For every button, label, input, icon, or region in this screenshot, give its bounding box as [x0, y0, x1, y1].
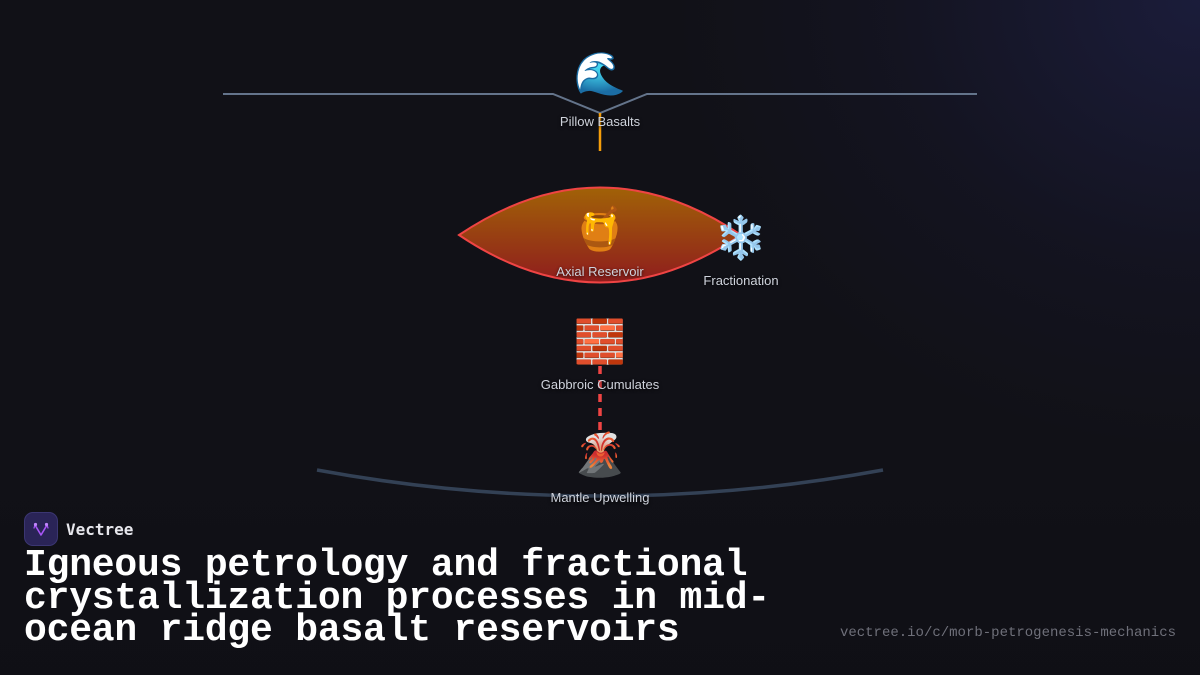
brand[interactable]: Vectree	[24, 512, 133, 546]
footer-url[interactable]: vectree.io/c/morb-petrogenesis-mechanics	[839, 625, 1176, 641]
node-label: Fractionation	[703, 273, 779, 288]
brand-name: Vectree	[66, 519, 134, 539]
node-fractionation[interactable]: ❄️ Fractionation	[703, 213, 779, 289]
page-title: Igneous petrology and fractional crystal…	[24, 544, 770, 652]
node-mantle-upwelling[interactable]: 🌋 Mantle Upwelling	[550, 430, 650, 506]
node-label: Gabbroic Cumulates	[540, 377, 660, 392]
snowflake-icon: ❄️	[714, 213, 768, 262]
node-pillow-basalts[interactable]: 🌊 Pillow Basalts	[559, 49, 641, 130]
honey-pot-icon: 🍯	[573, 204, 627, 253]
node-label: Mantle Upwelling	[550, 490, 650, 505]
node-label: Axial Reservoir	[556, 264, 644, 279]
axial-reservoir-lens	[457, 186, 743, 284]
brick-icon: 🧱	[573, 317, 627, 366]
volcano-icon: 🌋	[573, 430, 627, 479]
node-axial-reservoir[interactable]: 🍯 Axial Reservoir	[556, 204, 644, 280]
mantle-arc	[316, 468, 884, 498]
vectree-logo-icon	[24, 512, 58, 546]
node-gabbroic-cumulates[interactable]: 🧱 Gabbroic Cumulates	[540, 317, 660, 393]
node-label: Pillow Basalts	[559, 114, 641, 129]
water-wave-icon: 🌊	[573, 49, 627, 98]
